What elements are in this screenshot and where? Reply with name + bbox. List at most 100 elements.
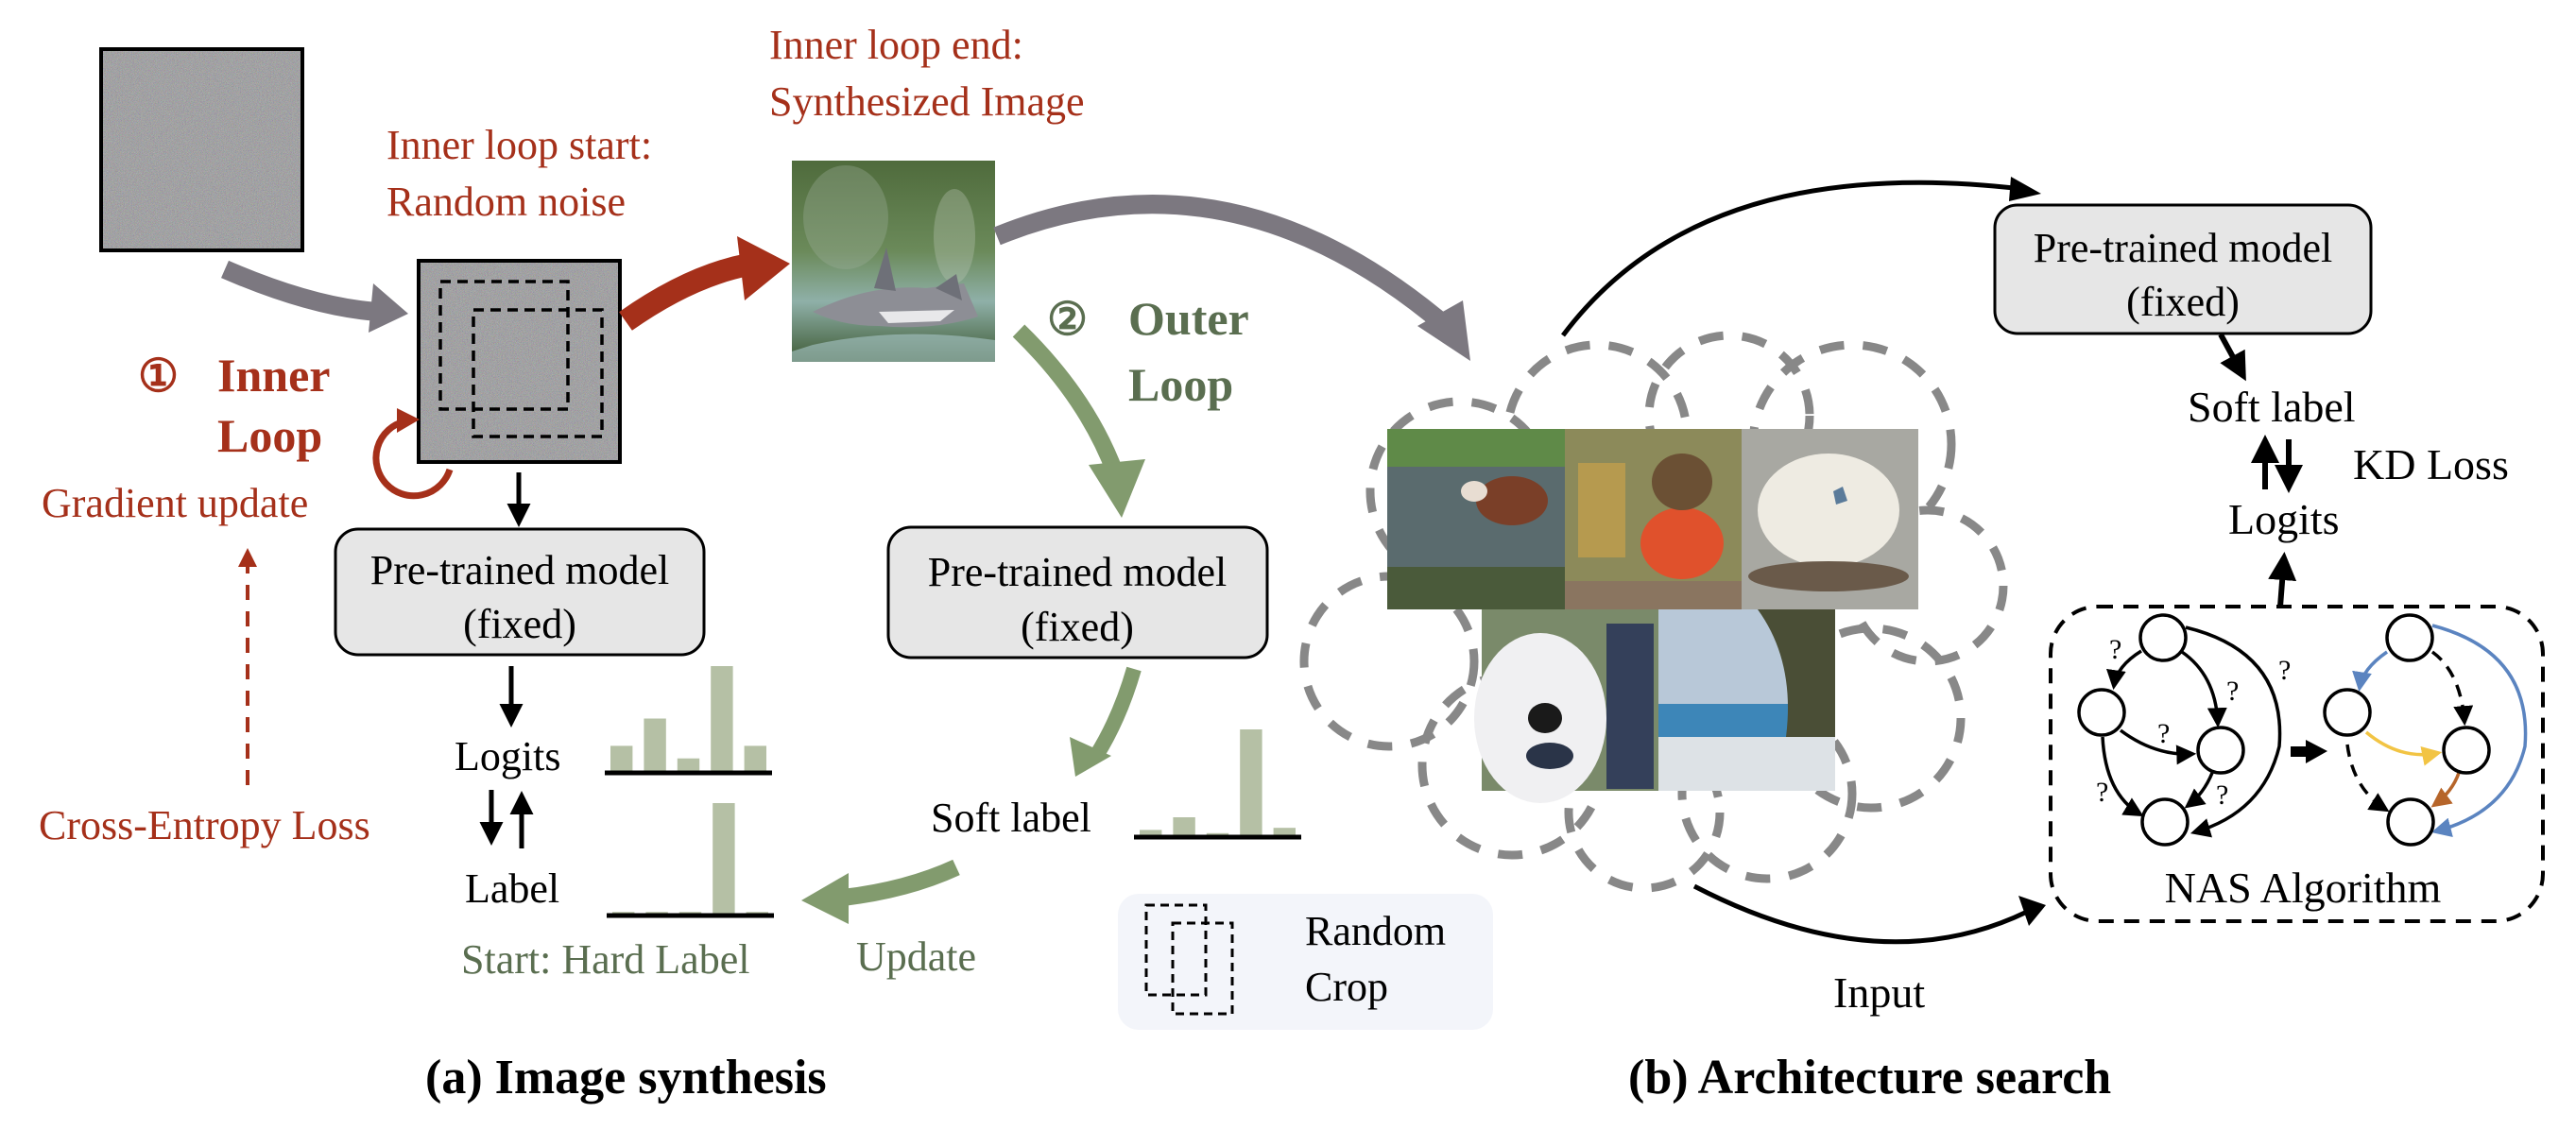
inner-loop-title-line1: Inner <box>217 349 330 402</box>
image-red-panda <box>1387 429 1565 609</box>
logits-bar-5 <box>744 745 766 771</box>
random-noise-image-with-crops <box>417 259 622 464</box>
edge-top-bottom <box>2185 625 2282 838</box>
question-mark: ? <box>2157 718 2170 749</box>
image-beach-tree <box>1658 609 1835 791</box>
edge-brown <box>2430 772 2461 808</box>
model-box-b-line1: Pre-trained model <box>2034 225 2332 271</box>
inner-loop-arrow <box>619 236 790 331</box>
outer-loop-title-line2: Loop <box>1128 358 1233 411</box>
soft-label-bar-chart <box>1134 729 1301 840</box>
question-mark: ? <box>2096 777 2108 808</box>
inner-loop-end-line2: Synthesized Image <box>769 78 1085 125</box>
random-crop-legend: Random Crop <box>1118 894 1493 1030</box>
question-marks: ? ? ? ? ? ? <box>2096 634 2291 811</box>
inner-loop-start-line1: Inner loop start: <box>386 122 652 168</box>
edge-left-right <box>2119 728 2197 765</box>
edge-right-bottom <box>2184 772 2214 809</box>
image-bird <box>1565 429 1742 609</box>
soft-label-bar-2 <box>1173 817 1195 835</box>
soft-label-b: Soft label <box>2188 383 2356 431</box>
edge-top-left <box>2105 649 2142 691</box>
question-mark: ? <box>2226 676 2239 707</box>
edge-blue-long <box>2430 624 2528 837</box>
panel-image-synthesis: Inner loop start: Random noise Inner loo… <box>39 22 1493 1104</box>
logits-bar-4 <box>711 666 733 771</box>
image-sheepdog <box>1474 609 1658 803</box>
nas-algorithm-box: ? ? ? ? ? ? <box>2049 605 2545 923</box>
node-1 <box>2385 613 2434 662</box>
legend-line1: Random <box>1305 908 1446 954</box>
model-box-left-line2: (fixed) <box>463 601 576 647</box>
model-box-mid-line1: Pre-trained model <box>928 549 1227 595</box>
nas-transform-arrow <box>2291 740 2327 763</box>
question-mark: ? <box>2278 655 2291 686</box>
pretrained-model-box-left: Pre-trained model (fixed) <box>334 527 706 657</box>
update-label: Update <box>856 933 976 980</box>
panel-architecture-search: Input Pre-trained model (fixed) Soft lab… <box>1299 177 2545 1104</box>
image-ice-cream <box>1742 429 1918 609</box>
nas-searched-graph <box>2323 613 2528 847</box>
arrow-model-to-soft-label-b <box>2218 333 2246 382</box>
soft-label-bar-4 <box>1240 729 1262 835</box>
edge-dashed-left-bottom <box>2345 744 2390 813</box>
label-bar-5 <box>746 912 768 914</box>
outer-loop-arrow <box>1012 324 1145 518</box>
edge-dashed-top-right <box>2430 650 2474 727</box>
legend-crop-icon-2 <box>1171 921 1234 1016</box>
node-3 <box>2442 726 2491 775</box>
inner-loop-start-line2: Random noise <box>386 179 626 225</box>
crop-region-2 <box>472 308 604 438</box>
edge-left-bottom <box>2101 736 2144 817</box>
model-box-b-line2: (fixed) <box>2126 279 2240 325</box>
model-box-left-line1: Pre-trained model <box>370 547 669 593</box>
edge-top-right <box>2181 650 2227 728</box>
node-2 <box>2077 688 2126 737</box>
edge-blue-short <box>2352 650 2388 693</box>
start-hard-label: Start: Hard Label <box>461 936 749 983</box>
cross-entropy-loss-label: Cross-Entropy Loss <box>39 802 370 848</box>
gradient-update-label: Gradient update <box>42 480 308 526</box>
nas-algorithm-label: NAS Algorithm <box>2165 864 2442 912</box>
flow-arrow-synthesized-to-pool <box>993 195 1470 361</box>
pretrained-model-box-b: Pre-trained model (fixed) <box>1993 203 2373 335</box>
logits-bar-3 <box>677 758 700 771</box>
outer-loop-title-line1: Outer <box>1128 292 1249 345</box>
flow-arrow-noise-to-crop <box>221 260 408 333</box>
synthesized-shark-image <box>792 161 995 362</box>
label-bar-3 <box>678 912 702 914</box>
soft-label-bar-1 <box>1140 830 1162 835</box>
crop-region-1 <box>438 280 570 411</box>
logits-bar-chart <box>605 666 772 776</box>
synthesized-images-grid <box>1387 429 1918 803</box>
logits-label: Logits <box>455 733 560 779</box>
label-bar-2 <box>645 912 668 914</box>
node-2 <box>2323 688 2372 737</box>
logits-bar-2 <box>644 718 666 771</box>
pretrained-model-box-mid: Pre-trained model (fixed) <box>886 525 1269 659</box>
logits-bar-1 <box>610 745 633 771</box>
question-mark: ? <box>2109 634 2121 665</box>
label-label: Label <box>465 865 559 912</box>
input-label: Input <box>1833 968 1925 1017</box>
legend-crop-icon-1 <box>1144 903 1208 997</box>
legend-line2: Crop <box>1305 964 1388 1010</box>
inner-loop-number: ① <box>138 351 179 402</box>
inner-loop-end-line1: Inner loop end: <box>769 22 1023 68</box>
label-bar-4 <box>713 803 735 914</box>
update-arrow <box>801 859 960 924</box>
caption-b: (b) Architecture search <box>1628 1051 2111 1104</box>
node-1 <box>2138 613 2188 662</box>
question-mark: ? <box>2216 779 2228 811</box>
label-bar-1 <box>612 912 635 914</box>
gradient-update-loop-arrow <box>372 408 454 500</box>
model-box-mid-line2: (fixed) <box>1021 604 1134 650</box>
kd-loss-label: KD Loss <box>2353 440 2509 488</box>
arrow-pool-to-nas <box>1692 883 2046 945</box>
edge-yellow <box>2364 730 2443 766</box>
soft-label-a: Soft label <box>931 795 1091 841</box>
arrow-nas-to-logits <box>2268 552 2297 608</box>
soft-label-bar-5 <box>1273 828 1296 835</box>
logits-label-b: Logits <box>2228 495 2340 543</box>
